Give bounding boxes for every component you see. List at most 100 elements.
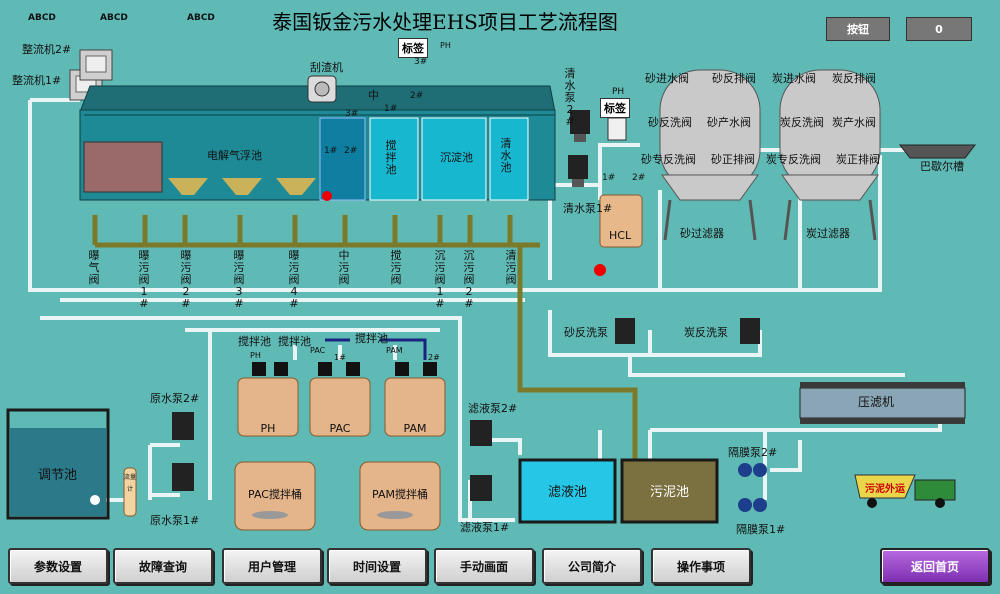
clear-ph-label: PH (612, 87, 625, 97)
nav-manual-screen[interactable]: 手动画面 (434, 548, 534, 584)
regulating-tank-label: 调节池 (38, 468, 78, 483)
clear-water-pump-1 (568, 155, 588, 187)
nav-company-profile[interactable]: 公司简介 (542, 548, 642, 584)
sludge-truck (854, 474, 956, 508)
page-title: 泰国钣金污水处理EHS项目工艺流程图 (272, 10, 618, 34)
nav-operation-notes[interactable]: 操作事项 (651, 548, 751, 584)
carbon-fwd-drain-label: 炭正排阀 (836, 153, 880, 166)
scraper-label: 刮渣机 (310, 61, 343, 74)
pac-mix-label: PAC搅拌桶 (248, 488, 302, 501)
hcl-tank (599, 194, 643, 248)
valve-label-3: 曝污阀3# (233, 249, 245, 310)
ph-tank-label: PH (260, 422, 276, 435)
filtrate-pump-1 (470, 475, 492, 501)
parshall-flume (898, 144, 977, 159)
carbon-filter-label: 炭过滤器 (806, 227, 850, 240)
clear-pump-2-label: 清水泵2# (564, 67, 576, 128)
valve-label-7: 沉污阀1# (434, 249, 446, 310)
filtrate-pump-2 (470, 420, 492, 446)
raw-pump-1-label: 原水泵1# (150, 514, 200, 527)
electro-tank-label: 电解气浮池 (207, 149, 262, 162)
carbon-in-valve-label: 炭进水阀 (772, 72, 816, 85)
pac-tank-label: PAC (329, 422, 351, 435)
clear-tank-label: 清水池 (500, 137, 512, 174)
flow-meter (123, 467, 137, 517)
dose-ph-label: PH (250, 351, 261, 360)
clear-n2-label: 2# (632, 173, 646, 183)
dose-pac-label: PAC (310, 346, 326, 355)
sand-in-valve-label: 砂进水阀 (645, 72, 689, 85)
sludge-tank (620, 458, 719, 524)
tag-1[interactable]: 标签 (398, 38, 428, 58)
ph-meter (607, 117, 627, 141)
nav-time-settings[interactable]: 时间设置 (327, 548, 427, 584)
dose-2-label: 2# (410, 91, 424, 101)
hcl-label: HCL (609, 229, 632, 242)
pac-tank (309, 377, 371, 437)
indicator-3: ABCD (187, 13, 215, 23)
filtrate-pump-1-label: 滤液泵1# (460, 521, 510, 534)
valve-label-6: 搅污阀 (390, 249, 402, 286)
raw-pump-2-label: 原水泵2# (150, 392, 200, 405)
raw-water-pump-2 (172, 412, 194, 440)
carbon-plus-wash-label: 炭专反洗阀 (766, 153, 821, 166)
valve-label-1: 曝污阀1# (138, 249, 150, 310)
dose-pam-label: PAM (386, 346, 403, 355)
valve-label-5: 中污阀 (338, 249, 350, 286)
settle-tank-label: 沉淀池 (440, 151, 473, 164)
dose-stir-2-label: 搅拌池 (278, 335, 311, 348)
sand-back-drain-label: 砂反排阀 (712, 72, 756, 85)
valve-label-2: 曝污阀2# (180, 249, 192, 310)
rectifier-2 (79, 49, 113, 81)
top-button[interactable]: 按钮 (826, 17, 890, 41)
sand-backwash-pump (615, 318, 635, 344)
filtrate-tank-label: 滤液池 (548, 485, 588, 500)
pam-mix-label: PAM搅拌桶 (372, 488, 428, 501)
valve-label-9: 清污阀 (505, 249, 517, 286)
valve-label-8: 沉污阀2# (463, 249, 475, 310)
clear-water-pump-2 (570, 110, 590, 142)
sand-filter-vessel (659, 69, 761, 241)
home-button[interactable]: 返回首页 (880, 548, 990, 584)
mid-pump2-label: 2# (344, 146, 358, 156)
sand-fwd-drain-label: 砂正排阀 (711, 153, 755, 166)
nav-fault-query[interactable]: 故障查询 (113, 548, 213, 584)
clear-pump-1-label: 清水泵1# (563, 202, 613, 215)
sand-filter-label: 砂过滤器 (680, 227, 724, 240)
dose-1-label: 1# (384, 104, 398, 114)
valve-label-0: 曝气阀 (88, 249, 100, 286)
indicator-2: ABCD (100, 13, 128, 23)
pam-tank (384, 377, 446, 437)
electrolysis-flotation-basin (79, 85, 556, 201)
dose-stir-3-label: 搅拌池 (355, 332, 388, 345)
truck-label: 污泥外运 (865, 484, 905, 495)
dose-n2-label: 2# (428, 353, 440, 362)
sludge-pipes (92, 215, 638, 460)
filtrate-tank (518, 458, 617, 524)
nav-user-management[interactable]: 用户管理 (222, 548, 322, 584)
filtrate-pump-2-label: 滤液泵2# (468, 402, 518, 415)
rectifier-2-label: 整流机2# (22, 43, 72, 56)
mix-tank-label: 搅拌池 (385, 139, 397, 176)
sand-backwash-pump-label: 砂反洗泵 (564, 326, 608, 339)
ph-tank (237, 377, 299, 437)
regulating-tank (6, 408, 110, 520)
pac-mix-tank (234, 461, 316, 531)
sludge-tank-label: 污泥池 (650, 485, 690, 500)
valve-label-4: 曝污阀4# (288, 249, 300, 310)
dose-3-label: 3# (414, 57, 428, 67)
rectifier-1-label: 整流机1# (12, 74, 62, 87)
mid-small-label: 中 (368, 89, 379, 102)
filter-press (799, 382, 966, 424)
raw-water-pump-1 (172, 463, 194, 491)
nav-parameter-settings[interactable]: 参数设置 (8, 548, 108, 584)
sand-plus-wash-label: 砂专反洗阀 (641, 153, 696, 166)
carbon-backwash-pump (740, 318, 760, 344)
tag-2[interactable]: 标签 (600, 98, 630, 118)
tag-ph-label: PH (440, 41, 451, 50)
scraper-machine (307, 75, 337, 103)
diaphragm-pump-2 (738, 463, 767, 477)
flow-meter-label: 流量计 (124, 474, 137, 493)
diaphragm-pump-1 (738, 498, 767, 512)
